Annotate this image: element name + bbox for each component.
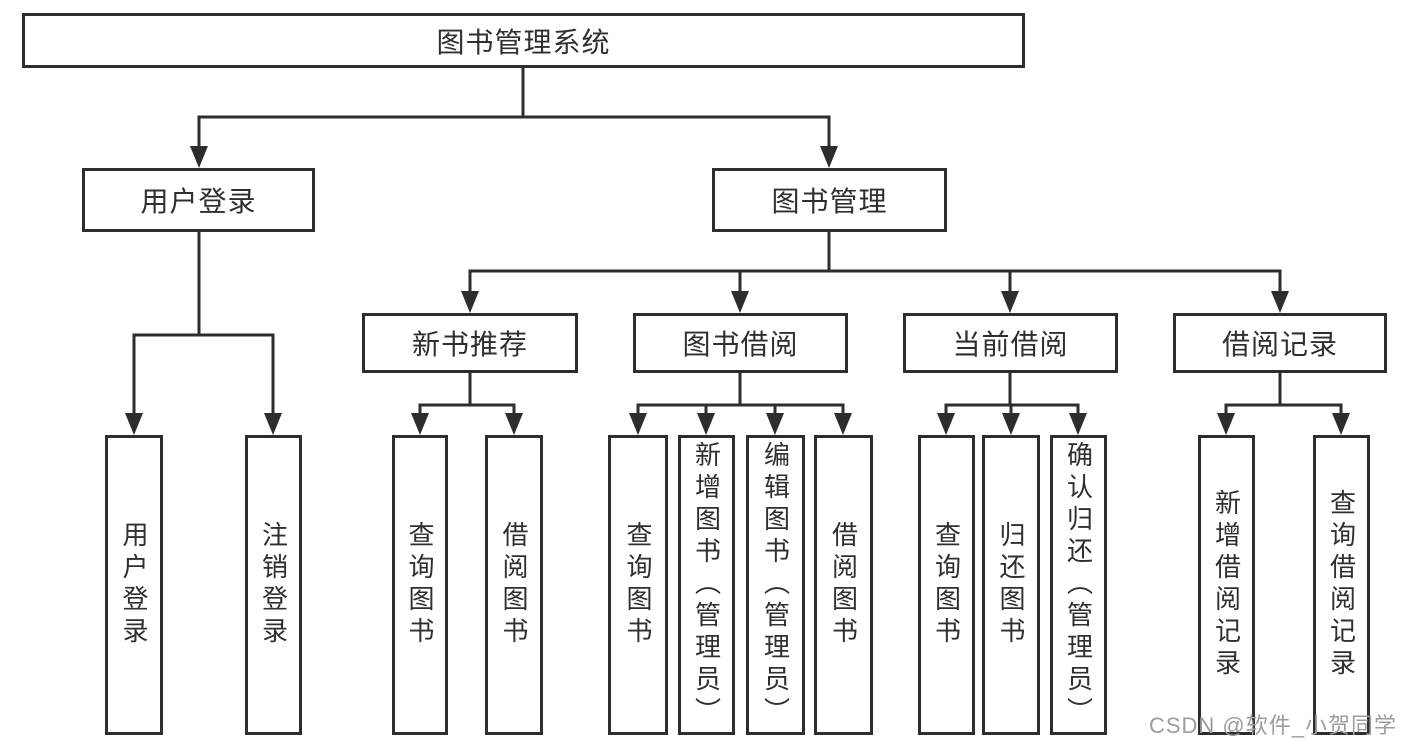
node-label: 借阅图书 [828,521,859,649]
leaf-records-query-borrow-record: 查询借阅记录 [1313,435,1370,735]
node-label: 注销登录 [258,521,289,649]
connector-user-login-to-leaves [125,230,282,435]
arrow-down-icon [264,413,282,435]
arrow-down-icon [125,413,143,435]
node-root-library-management-system: 图书管理系统 [22,13,1025,68]
arrow-down-icon [629,413,647,435]
connector-current-borrow-to-leaves [937,371,1087,435]
leaf-logout: 注销登录 [245,435,302,735]
leaf-borrow-borrow-books: 借阅图书 [814,435,873,735]
connector-new-book-recommend-to-leaves [411,371,523,435]
node-label: 当前借阅 [952,329,1069,360]
node-label: 查询图书 [405,521,435,649]
connector-book-borrow-to-leaves [629,371,852,435]
node-book-management: 图书管理 [712,168,947,232]
node-label: 图书管理系统 [436,26,611,58]
node-borrow-records: 借阅记录 [1173,313,1387,373]
node-label: 图书借阅 [682,329,799,360]
node-label: 用户登录 [140,186,257,217]
arrow-down-icon [766,413,784,435]
connector-book-management-to-level3 [461,230,1289,313]
arrow-down-icon [1271,291,1289,313]
connector-borrow-records-to-leaves [1217,371,1350,435]
node-current-borrow: 当前借阅 [903,313,1118,373]
node-label: 查询图书 [623,521,653,649]
leaf-current-query-books: 查询图书 [918,435,975,735]
leaf-current-return-books: 归还图书 [982,435,1040,735]
arrow-down-icon [1001,291,1019,313]
arrow-down-icon [1332,413,1350,435]
leaf-records-add-borrow-record: 新增借阅记录 [1198,435,1255,735]
connector-root-to-level2 [190,66,838,168]
arrow-down-icon [1002,413,1020,435]
node-label: 查询图书 [931,521,962,649]
node-label: 归还图书 [996,521,1026,649]
leaf-current-confirm-return-admin: 确认归还（管理员） [1050,435,1107,735]
node-label: 图书管理 [771,186,888,217]
arrow-down-icon [834,413,852,435]
arrow-down-icon [1217,413,1235,435]
arrow-down-icon [820,146,838,168]
arrow-down-icon [697,413,715,435]
node-label: 用户登录 [119,521,149,649]
node-label: 查询借阅记录 [1326,489,1357,681]
node-user-login: 用户登录 [82,168,315,232]
node-label: 新书推荐 [411,329,528,360]
node-label: 新增图书（管理员） [691,441,722,729]
arrow-down-icon [1069,413,1087,435]
node-new-book-recommend: 新书推荐 [362,313,578,373]
csdn-watermark: CSDN @软件_小贺同学 [1148,713,1397,738]
node-label: 新增借阅记录 [1211,489,1242,681]
arrow-down-icon [937,413,955,435]
node-label: 编辑图书（管理员） [760,441,791,729]
leaf-borrow-query-books: 查询图书 [608,435,668,735]
leaf-recommend-query-books: 查询图书 [392,435,448,735]
leaf-user-login: 用户登录 [105,435,163,735]
arrow-down-icon [731,291,749,313]
leaf-borrow-add-books-admin: 新增图书（管理员） [678,435,735,735]
node-label: 确认归还（管理员） [1063,441,1094,729]
arrow-down-icon [461,291,479,313]
node-book-borrow: 图书借阅 [633,313,848,373]
arrow-down-icon [505,413,523,435]
node-label: 借阅记录 [1221,329,1338,360]
arrow-down-icon [190,146,208,168]
leaf-recommend-borrow-books: 借阅图书 [485,435,543,735]
arrow-down-icon [411,413,429,435]
node-label: 借阅图书 [499,521,529,649]
leaf-borrow-edit-books-admin: 编辑图书（管理员） [746,435,805,735]
